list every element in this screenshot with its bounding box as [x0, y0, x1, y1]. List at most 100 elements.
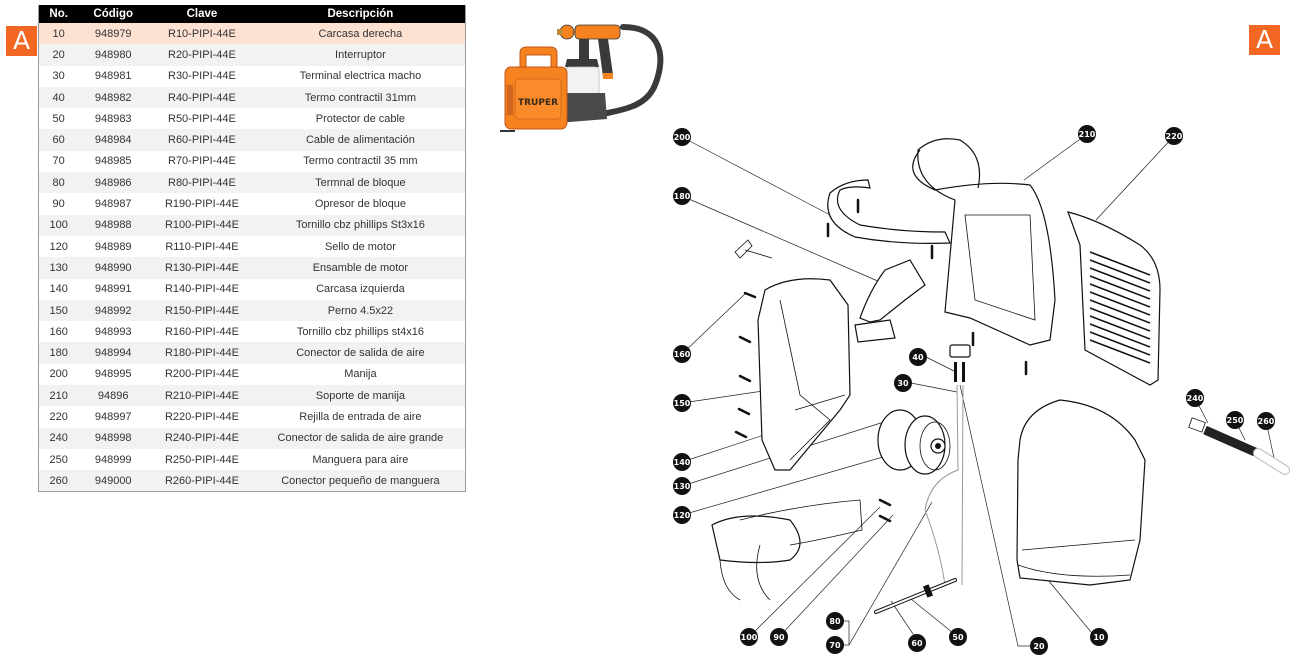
paint-sprayer-icon: TRUPER: [500, 24, 664, 132]
cell-clave: R30-PIPI-44E: [168, 70, 236, 83]
part-handle-support: [912, 138, 1056, 346]
part-air-outlet-connector: [854, 259, 926, 343]
cell-descripcion: Termnal de bloque: [255, 172, 466, 194]
callout-label: 180: [674, 192, 691, 201]
cell-no: 150: [38, 299, 79, 322]
callout-marker: [894, 374, 912, 392]
callout-marker: [949, 628, 967, 646]
cell-descripcion: Ensamble de motor: [255, 257, 466, 279]
cell-clave: R260-PIPI-44E: [148, 470, 256, 492]
cell-descripcion: Cable de alimentación: [255, 129, 466, 151]
cell-descripcion: Opresor de bloque: [314, 198, 406, 211]
callout-50: 50: [949, 628, 967, 646]
part-switch: [949, 344, 971, 382]
cell-codigo: 948979: [78, 23, 149, 45]
callout-label: 20: [1033, 642, 1045, 651]
cell-codigo: 948991: [94, 283, 132, 296]
cell-no: 30: [52, 70, 65, 83]
cell-no: 250: [49, 453, 68, 466]
cell-descripcion: Conector pequeño de manguera: [255, 470, 466, 492]
cell-descripcion: Tornillo cbz phillips st4x16: [296, 325, 424, 338]
cell-descripcion: Soporte de manija: [255, 385, 466, 407]
callout-label: 260: [1258, 417, 1275, 426]
callout-160: 160: [673, 345, 691, 363]
callout-label: 100: [741, 633, 758, 642]
callout-label: 250: [1227, 416, 1244, 425]
cell-descripcion: Interruptor: [255, 44, 466, 66]
cell-no: 220: [49, 410, 68, 423]
callout-marker: [1090, 628, 1108, 646]
callout-label: 40: [912, 353, 924, 362]
header-clave: Clave: [148, 5, 256, 23]
callout-label: 120: [674, 511, 691, 520]
cell-codigo: 948992: [78, 299, 149, 322]
cell-codigo: 948983: [94, 112, 132, 125]
cell-clave: R40-PIPI-44E: [148, 86, 256, 109]
callout-90: 90: [770, 628, 788, 646]
callout-30: 30: [894, 374, 912, 392]
cell-descripcion: Carcasa derecha: [255, 23, 466, 45]
callout-260: 260: [1257, 412, 1275, 430]
cell-descripcion: Manguera para aire: [312, 453, 409, 466]
cell-descripcion: Conector de salida de aire grande: [255, 427, 466, 449]
callout-label: 130: [674, 482, 691, 491]
leader-lines: [681, 133, 1275, 647]
callout-marker: [673, 394, 691, 412]
callout-label: 160: [674, 350, 691, 359]
cell-clave: R180-PIPI-44E: [148, 342, 256, 364]
callout-140: 140: [673, 453, 691, 471]
cell-no: 10: [38, 23, 79, 45]
callout-label: 220: [1166, 132, 1183, 141]
cell-descripcion: Termo contractil 35 mm: [303, 155, 418, 168]
callout-marker: [1226, 411, 1244, 429]
part-clip: [734, 239, 773, 259]
cell-clave: R210-PIPI-44E: [148, 385, 256, 407]
cell-no: 20: [38, 44, 79, 66]
cell-descripcion: Rejilla de entrada de aire: [299, 410, 422, 423]
callout-label: 30: [897, 379, 909, 388]
cell-clave: R60-PIPI-44E: [148, 129, 256, 151]
cell-no: 130: [38, 257, 79, 279]
part-left-housing: [757, 278, 851, 471]
callout-marker: [673, 128, 691, 146]
callout-label: 210: [1079, 130, 1096, 139]
callout-label: 80: [829, 617, 841, 626]
callout-100: 100: [740, 628, 758, 646]
callout-label: 10: [1093, 633, 1105, 642]
cell-clave: R220-PIPI-44E: [164, 410, 239, 423]
cell-codigo: 948985: [94, 155, 132, 168]
callout-70: 70: [826, 636, 844, 654]
cell-clave: R110-PIPI-44E: [165, 240, 239, 253]
power-wire: [924, 384, 959, 586]
part-motor-assembly: [877, 409, 951, 475]
cell-clave: R160-PIPI-44E: [164, 325, 239, 338]
cell-codigo: 948982: [78, 86, 149, 109]
callout-marker: [1257, 412, 1275, 430]
callout-40: 40: [909, 348, 927, 366]
callout-label: 60: [911, 639, 923, 648]
part-right-housing: [1016, 399, 1146, 586]
callout-210: 210: [1078, 125, 1096, 143]
part-motor-seal-base: [711, 499, 863, 601]
callout-10: 10: [1090, 628, 1108, 646]
callout-220: 220: [1165, 127, 1183, 145]
cell-clave: R20-PIPI-44E: [148, 44, 256, 66]
callout-marker: [908, 634, 926, 652]
cell-codigo: 948994: [78, 342, 149, 364]
cell-no: 80: [38, 172, 79, 194]
cell-clave: R80-PIPI-44E: [148, 172, 256, 194]
cell-codigo: 949000: [78, 470, 149, 492]
